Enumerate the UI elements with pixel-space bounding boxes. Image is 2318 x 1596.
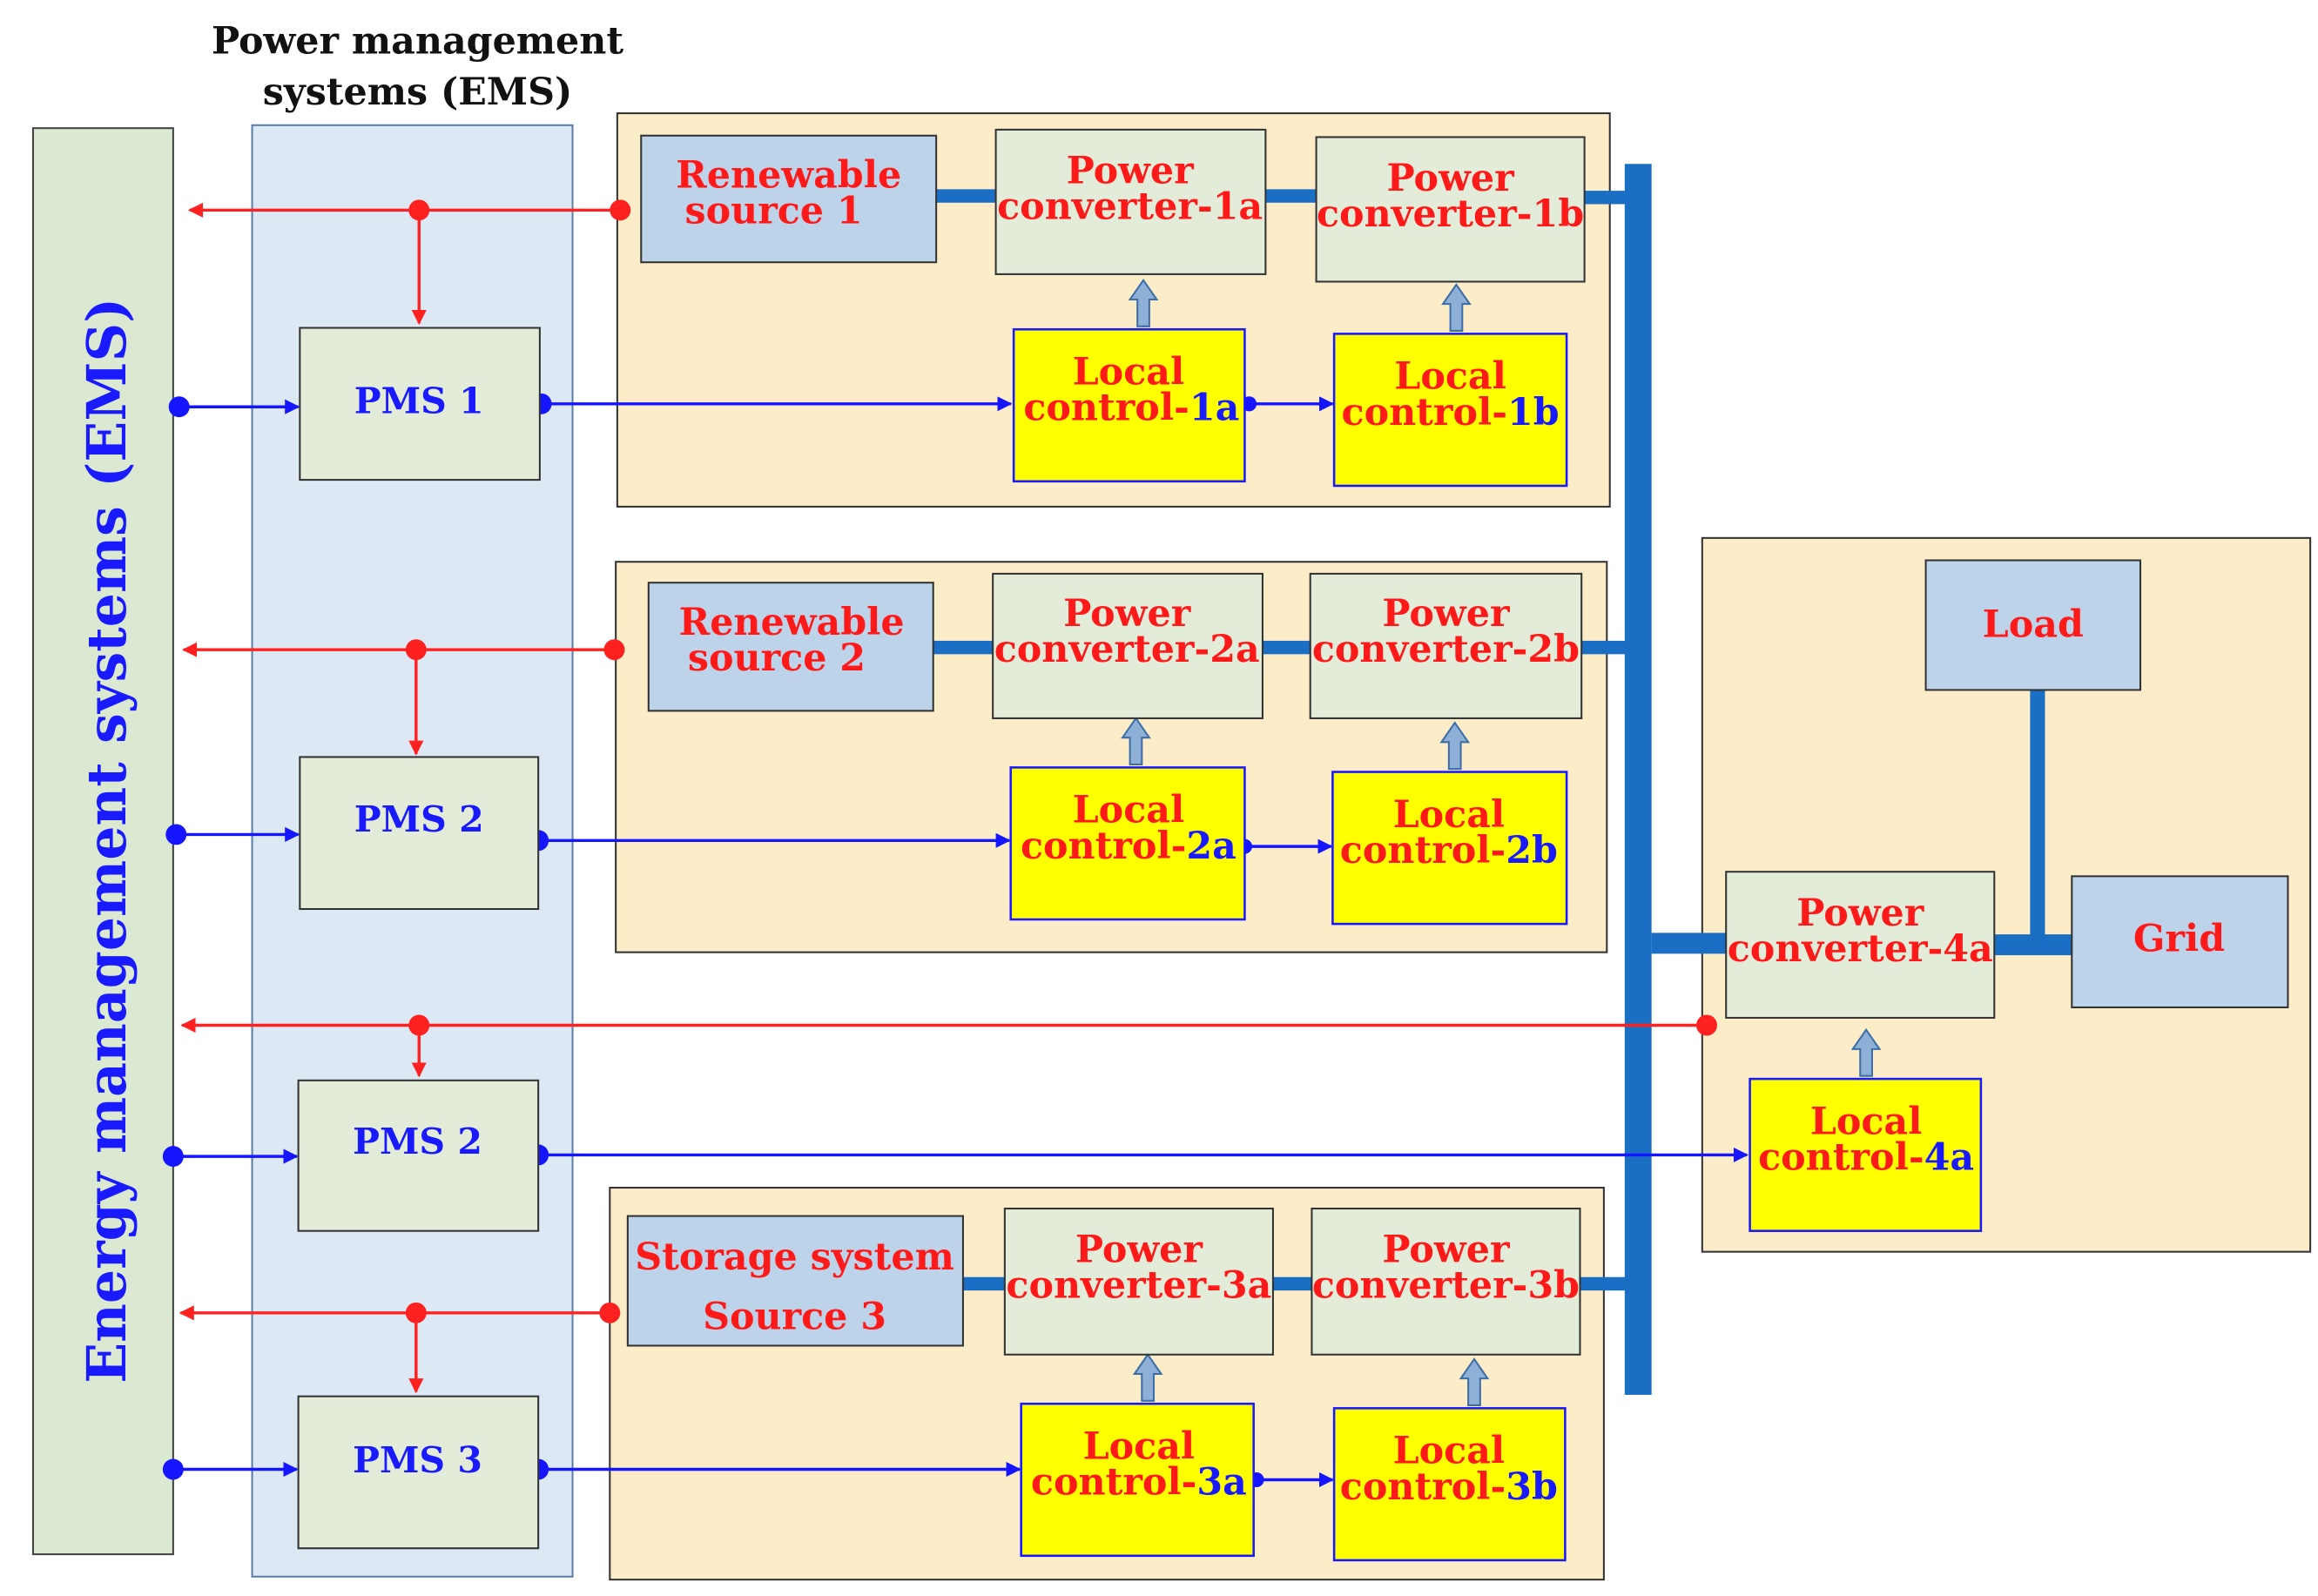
local-control-2a-block xyxy=(1009,766,1246,921)
renewable-source-1-line-2: source 1 xyxy=(685,190,863,233)
storage-system-block xyxy=(626,1215,964,1347)
power-converter-2a-block xyxy=(992,572,1263,719)
local-control-3b-line-2: control-3b xyxy=(1340,1465,1558,1509)
ems-bar-label: Energy management systems (EMS) xyxy=(75,298,138,1384)
power-converter-4a-block xyxy=(1725,871,1996,1019)
measurement-lines xyxy=(179,202,1707,1394)
power-bus-main xyxy=(1624,164,1652,1395)
grid-block xyxy=(2071,875,2289,1008)
pms-1-block xyxy=(299,327,541,481)
power-converter-1b-line-1: Power xyxy=(1387,157,1515,200)
power-converter-1a-line-1: Power xyxy=(1067,150,1195,193)
power-converter-3b-line-1: Power xyxy=(1382,1229,1510,1272)
local-control-4a-block xyxy=(1749,1077,1983,1232)
pms-1-label: PMS 1 xyxy=(354,379,484,421)
local-control-1b-line-2: control-1b xyxy=(1342,391,1560,434)
local-control-3a-block xyxy=(1020,1402,1255,1558)
power-converter-2b-line-1: Power xyxy=(1382,592,1510,636)
power-converter-3b-line-2: converter-3b xyxy=(1312,1264,1580,1308)
power-converter-3a-line-2: converter-3a xyxy=(1006,1264,1271,1308)
local-control-1a-block xyxy=(1012,327,1246,483)
power-converter-1a-line-2: converter-1a xyxy=(997,185,1263,229)
local-control-3b-block xyxy=(1332,1407,1567,1562)
local-control-4a-line-2: control-4a xyxy=(1758,1136,1974,1180)
pms-2-block xyxy=(299,756,540,911)
power-converter-2b-line-2: converter-2b xyxy=(1312,628,1580,671)
renewable-source-1-block xyxy=(640,134,938,264)
renewable-source-2-line-2: source 2 xyxy=(688,636,866,680)
local-control-1a-line-2: control-1a xyxy=(1023,387,1239,430)
pms-3-label: PMS 3 xyxy=(353,1438,482,1481)
local-control-3a-line-1: Local xyxy=(1083,1425,1196,1469)
pms-column-title-line-1: Power management xyxy=(212,20,623,64)
up-arrows xyxy=(1121,278,1882,1406)
power-converter-1b-block xyxy=(1315,136,1586,283)
load-label: Load xyxy=(1983,603,2084,647)
local-control-2b-line-1: Local xyxy=(1393,793,1506,837)
pms-3-block xyxy=(297,1395,540,1550)
power-converter-1a-block xyxy=(994,128,1267,275)
renewable-source-2-block xyxy=(647,582,934,712)
local-control-4a-line-1: Local xyxy=(1810,1100,1923,1143)
local-control-2a-line-1: Local xyxy=(1073,789,1185,832)
power-converter-3a-line-1: Power xyxy=(1075,1229,1203,1272)
power-converter-3a-block xyxy=(1003,1207,1274,1356)
local-control-3b-line-1: Local xyxy=(1393,1430,1506,1473)
power-bus-links xyxy=(933,189,2072,1291)
measurement-nodes xyxy=(405,199,1717,1323)
local-control-1b-line-1: Local xyxy=(1394,355,1506,399)
power-converter-2a-line-2: converter-2a xyxy=(994,628,1260,671)
pms-2-second-block xyxy=(297,1079,540,1232)
pms-column-title: Power management systems (EMS) xyxy=(212,20,623,114)
local-control-2b-block xyxy=(1331,771,1568,926)
power-converter-3b-block xyxy=(1311,1207,1581,1356)
control-lines xyxy=(172,396,1749,1488)
ems-bar xyxy=(31,127,174,1556)
renewable-source-1-line-1: Renewable xyxy=(676,154,901,198)
local-control-2a-line-2: control-2a xyxy=(1021,825,1236,868)
power-converter-2b-block xyxy=(1309,572,1583,719)
pms-2-second-label: PMS 2 xyxy=(353,1120,482,1162)
power-converter-4a-line-1: Power xyxy=(1796,892,1924,935)
power-converter-2a-line-1: Power xyxy=(1063,592,1191,636)
power-converter-4a-line-2: converter-4a xyxy=(1728,927,1993,971)
renewable-source-2-line-1: Renewable xyxy=(679,601,905,644)
pms-2-label: PMS 2 xyxy=(354,798,484,840)
local-control-3a-line-2: control-3a xyxy=(1031,1461,1247,1505)
local-control-1b-block xyxy=(1332,333,1568,488)
storage-system-line-1: Storage system xyxy=(635,1236,954,1279)
load-block xyxy=(1924,559,2142,691)
grid-label: Grid xyxy=(2133,918,2225,961)
power-converter-1b-line-2: converter-1b xyxy=(1317,192,1584,236)
local-control-2b-line-2: control-2b xyxy=(1340,829,1558,872)
pms-column-title-line-2: systems (EMS) xyxy=(263,71,572,114)
storage-system-line-2: Source 3 xyxy=(703,1296,886,1339)
local-control-1a-line-1: Local xyxy=(1073,351,1185,394)
